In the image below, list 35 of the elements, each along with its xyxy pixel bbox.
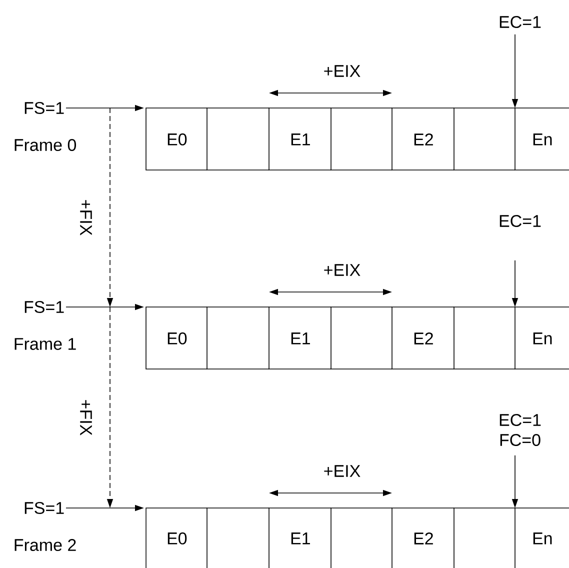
frame-label: Frame 2: [14, 538, 76, 552]
frame-cell: E1: [268, 108, 332, 170]
frame-cell: [206, 306, 270, 370]
frame-cell: [330, 306, 392, 370]
frame-cell: En: [514, 108, 569, 170]
frame-label: Frame 0: [14, 138, 76, 152]
dimension-label: +EIX: [324, 65, 360, 77]
frame-cell: En: [514, 508, 569, 568]
frame-cell: E1: [268, 306, 332, 370]
frame-cell: En: [514, 306, 569, 370]
signal-label: EC=1 FC=0: [500, 414, 541, 446]
edge-label: +FIX: [80, 400, 92, 436]
frame-cell: E0: [146, 508, 208, 568]
frame-cell: E2: [392, 306, 454, 370]
frame-cell: E2: [392, 108, 454, 170]
frame-cell: [454, 108, 516, 170]
signal-label: FS=1: [24, 502, 64, 514]
frame-cell: E1: [268, 508, 332, 568]
frame-cell: [206, 508, 270, 568]
signal-label: EC=1: [500, 16, 541, 28]
frame-cell: [330, 108, 392, 170]
dimension-label: +EIX: [324, 465, 360, 477]
edge-label: +FIX: [80, 200, 92, 236]
frame-cell: [454, 508, 516, 568]
frame-cell: [454, 306, 516, 370]
frame-cell: [330, 508, 392, 568]
signal-label: EC=1: [500, 214, 541, 228]
frame-cell: [206, 108, 270, 170]
dimension-label: +EIX: [324, 264, 360, 276]
frame-cell: E0: [146, 108, 208, 170]
signal-label: FS=1: [24, 300, 64, 314]
signal-label: FS=1: [24, 102, 64, 114]
frame-cell: E2: [392, 508, 454, 568]
frame-cell: E0: [146, 306, 208, 370]
frame-label: Frame 1: [14, 338, 76, 350]
